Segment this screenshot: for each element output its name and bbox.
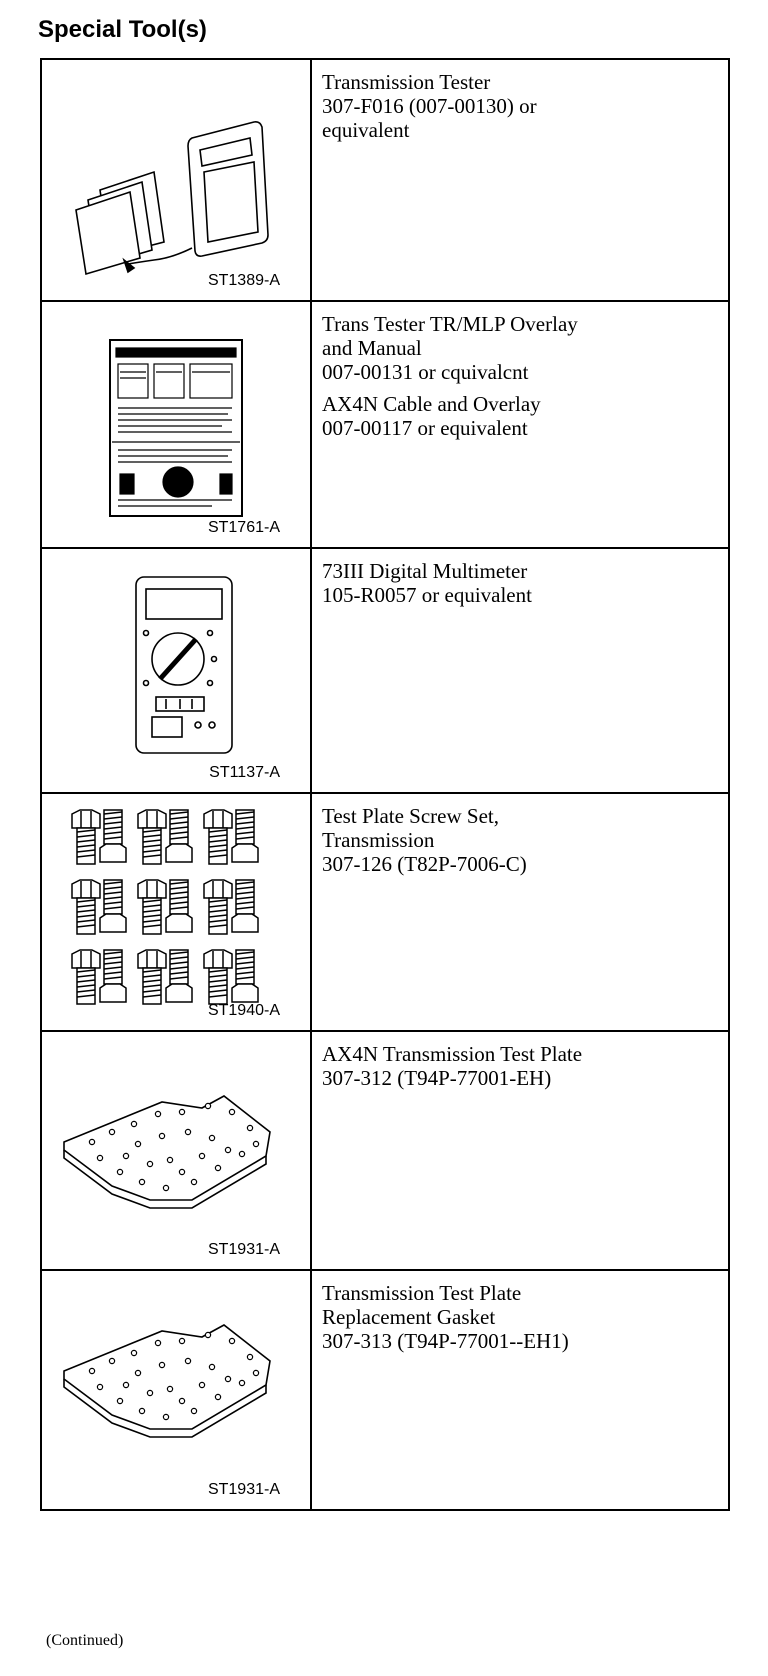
table-row: ST1761-A Trans Tester TR/MLP Overlay and… (42, 300, 728, 547)
description-line: 307-F016 (007-00130) or (322, 94, 537, 118)
description-line: Trans Tester TR/MLP Overlay (322, 312, 578, 336)
description-line: 307-312 (T94P-77001-EH) (322, 1066, 552, 1090)
screw-set-illustration (71, 809, 259, 1005)
special-tools-table: ST1389-A Transmission Tester 307-F016 (0… (40, 58, 730, 1511)
description-line: 007-00117 or equivalent (322, 416, 528, 440)
tool-description: 73III Digital Multimeter 105-R0057 or eq… (312, 549, 728, 792)
description-block: AX4N Cable and Overlay 007-00117 or equi… (322, 392, 718, 440)
tool-description: AX4N Transmission Test Plate 307-312 (T9… (312, 1032, 728, 1269)
tool-description: Transmission Test Plate Replacement Gask… (312, 1271, 728, 1509)
description-line: AX4N Transmission Test Plate (322, 1042, 583, 1066)
description-line: 73III Digital Multimeter (322, 559, 528, 583)
description-block: Test Plate Screw Set, Transmission 307-1… (322, 804, 718, 876)
description-line: 105-R0057 or equivalent (322, 583, 532, 607)
tool-image-cell: ST1931-A (42, 1032, 312, 1269)
description-line: equivalent (322, 118, 410, 142)
tool-code: ST1931-A (207, 1481, 280, 1498)
tool-description: Transmission Tester 307-F016 (007-00130)… (312, 60, 728, 300)
test-plate-illustration (63, 1095, 271, 1209)
tool-image-cell: ST1761-A (42, 302, 312, 547)
description-block: Trans Tester TR/MLP Overlay and Manual 0… (322, 312, 718, 384)
tool-code: ST1940-A (207, 1002, 280, 1019)
description-line: Transmission (322, 828, 435, 852)
description-line: 307-126 (T82P-7006-C) (322, 852, 527, 876)
tool-image-cell: ST1137-A (42, 549, 312, 792)
tool-description: Trans Tester TR/MLP Overlay and Manual 0… (312, 302, 728, 547)
tool-code: ST1137-A (209, 764, 280, 781)
description-line: Transmission Test Plate (322, 1281, 522, 1305)
description-block: Transmission Tester 307-F016 (007-00130)… (322, 70, 718, 142)
table-row: ST1931-A AX4N Transmission Test Plate 30… (42, 1030, 728, 1269)
table-row: ST1137-A 73III Digital Multimeter 105-R0… (42, 547, 728, 792)
description-line: and Manual (322, 336, 422, 360)
description-line: Test Plate Screw Set, (322, 804, 499, 828)
description-block: Transmission Test Plate Replacement Gask… (322, 1281, 718, 1353)
tool-code: ST1761-A (207, 519, 280, 536)
description-line: 007-00131 or cquivalcnt (322, 360, 529, 384)
continued-note: (Continued) (46, 1632, 124, 1649)
tool-code: ST1389-A (207, 272, 280, 289)
multimeter-illustration (135, 576, 233, 754)
tool-image-cell: ST1389-A (42, 60, 312, 300)
page-title: Special Tool(s) (38, 16, 207, 43)
description-line: Transmission Tester (322, 70, 491, 94)
gasket-illustration (63, 1324, 271, 1438)
description-line: AX4N Cable and Overlay (322, 392, 541, 416)
description-block: 73III Digital Multimeter 105-R0057 or eq… (322, 559, 718, 607)
overlay-manual-illustration (109, 339, 243, 517)
table-row: ST1931-A Transmission Test Plate Replace… (42, 1269, 728, 1509)
tool-image-cell: ST1940-A (42, 794, 312, 1030)
tool-code: ST1931-A (207, 1241, 280, 1258)
description-line: 307-313 (T94P-77001--EH1) (322, 1329, 569, 1353)
tool-description: Test Plate Screw Set, Transmission 307-1… (312, 794, 728, 1030)
description-line: Replacement Gasket (322, 1305, 496, 1329)
tool-image-cell: ST1931-A (42, 1271, 312, 1509)
table-row: ST1389-A Transmission Tester 307-F016 (0… (42, 60, 728, 300)
description-block: AX4N Transmission Test Plate 307-312 (T9… (322, 1042, 718, 1090)
transmission-tester-illustration (75, 121, 269, 276)
table-row: ST1940-A Test Plate Screw Set, Transmiss… (42, 792, 728, 1030)
